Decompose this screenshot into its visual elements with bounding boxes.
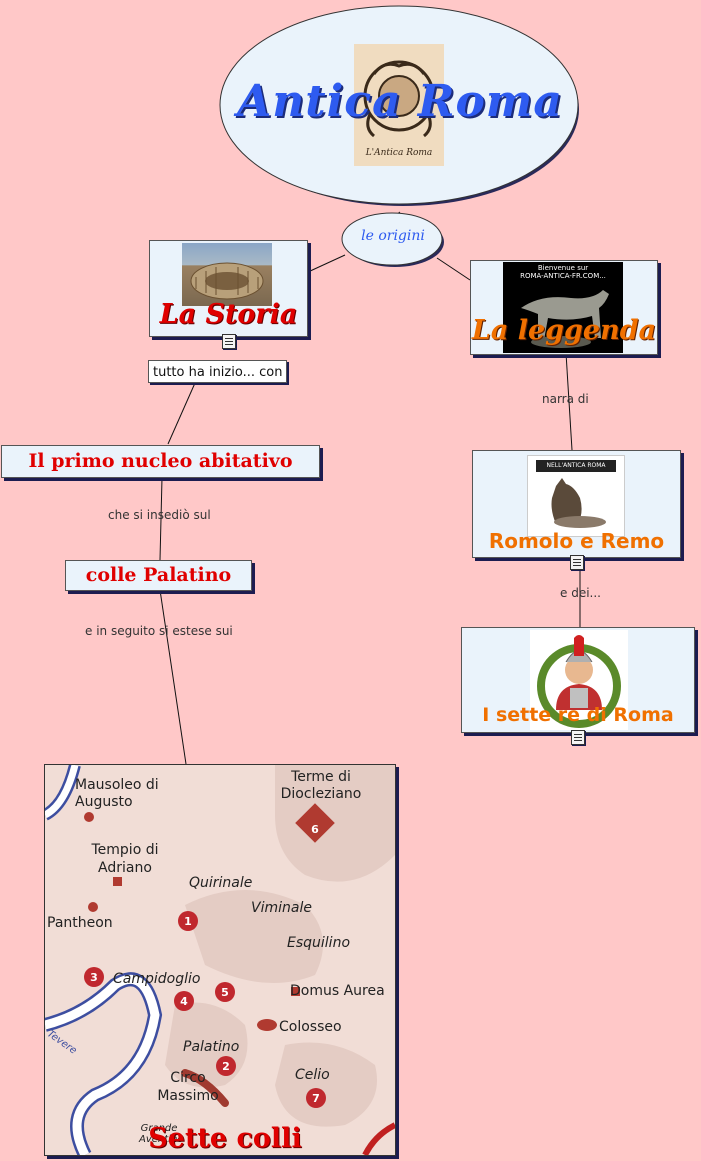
- map-label-terme: Terme di Diocleziano: [280, 769, 362, 802]
- map-label-campidoglio: Campidoglio: [113, 971, 201, 987]
- map-label-domus: Domus Aurea: [290, 983, 385, 999]
- romolo-note-icon[interactable]: [570, 555, 584, 570]
- marker-5: 5: [221, 986, 229, 999]
- map-label-circo: Circo Massimo: [157, 1070, 219, 1104]
- leggenda-banner-line1: Bienvenue sur: [537, 264, 589, 272]
- colosseum-drawing: [190, 262, 264, 300]
- palatino-box-text: colle Palatino: [85, 564, 232, 586]
- storia-title: La Storia: [159, 299, 298, 330]
- map-label-mausoleo: Mausoleo di Augusto: [75, 777, 159, 810]
- wolf-drawing: [551, 478, 606, 528]
- palatino-box[interactable]: colle Palatino: [65, 560, 252, 591]
- map-label-quirinale: Quirinale: [189, 875, 253, 891]
- medusa-logo-drawing: [363, 60, 435, 138]
- map-label-colosseo: Colosseo: [279, 1019, 342, 1035]
- map-drawing: 1 2 3 4 5 6 7: [45, 765, 395, 1155]
- map-label-pantheon: Pantheon: [47, 915, 113, 931]
- origini-node[interactable]: le origini: [340, 212, 446, 270]
- map-label-palatino: Palatino: [183, 1039, 240, 1055]
- leggenda-card[interactable]: Bienvenue sur ROMA-ANTICA-FR.COM... La l…: [470, 260, 658, 355]
- logo-text-bottom: L'Antica Roma: [365, 148, 433, 158]
- marker-6: 6: [311, 823, 319, 836]
- map-label-viminale: Viminale: [251, 900, 312, 916]
- origini-text: le origini: [361, 228, 425, 244]
- marker-4: 4: [180, 995, 188, 1008]
- link-seguito: e in seguito si estese sui: [85, 624, 233, 638]
- lupa-image: Bienvenue sur ROMA-ANTICA-FR.COM...: [503, 262, 623, 353]
- link-tutto-box: tutto ha inizio... con: [148, 360, 288, 383]
- nucleo-text: Il primo nucleo abitativo: [28, 450, 293, 472]
- map-label-tempio: Tempio di Adriano: [91, 842, 159, 876]
- storia-note-icon[interactable]: [222, 334, 236, 349]
- romolo-title: Romolo e Remo: [488, 529, 665, 553]
- centurion-image: [530, 630, 628, 730]
- link-edei: e dei...: [560, 586, 601, 600]
- medusa-logo: L'Antica Roma: [354, 44, 444, 166]
- centurion-drawing: [537, 635, 621, 728]
- map-title: Sette colli: [148, 1123, 302, 1154]
- re-note-icon[interactable]: [571, 730, 585, 745]
- marker-1: 1: [184, 915, 192, 928]
- map-label-esquilino: Esquilino: [287, 935, 351, 951]
- storia-card[interactable]: La Storia: [149, 240, 308, 337]
- origini-ellipse-shape: [341, 212, 444, 267]
- romolo-card[interactable]: NELL'ANTICA ROMA Romolo e Remo: [472, 450, 681, 558]
- link-insedio: che si insediò sul: [108, 508, 211, 522]
- leggenda-banner-line2: ROMA-ANTICA-FR.COM...: [520, 272, 606, 280]
- link-narra: narra di: [542, 392, 589, 406]
- link-tutto-text: tutto ha inizio... con: [153, 365, 283, 380]
- title-node[interactable]: L'Antica Roma Antica Roma: [218, 2, 582, 210]
- colosseum-image: [182, 243, 272, 306]
- romolo-image: NELL'ANTICA ROMA: [527, 455, 625, 537]
- re-card[interactable]: I sette re di Roma: [461, 627, 695, 733]
- nucleo-box[interactable]: Il primo nucleo abitativo: [1, 445, 320, 478]
- map-card[interactable]: 1 2 3 4 5 6 7 Mausoleo di Augusto Terme …: [44, 764, 396, 1156]
- romolo-banner: NELL'ANTICA ROMA: [536, 460, 616, 472]
- lupa-drawing: [521, 290, 609, 348]
- marker-3: 3: [90, 971, 98, 984]
- leggenda-title: La leggenda: [471, 315, 657, 346]
- marker-7: 7: [312, 1092, 320, 1105]
- map-label-celio: Celio: [295, 1067, 330, 1083]
- map-label-aventino: Grande Aventino: [139, 1123, 184, 1145]
- title-text: Antica Roma: [237, 76, 563, 127]
- re-title: I sette re di Roma: [482, 704, 674, 726]
- marker-2: 2: [222, 1060, 230, 1073]
